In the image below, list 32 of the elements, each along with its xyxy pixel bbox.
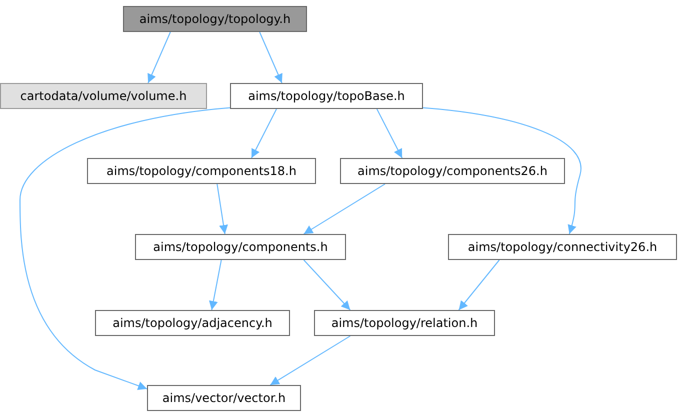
dependency-arrow xyxy=(270,336,351,386)
dependency-arrow xyxy=(259,32,282,84)
file-node-box xyxy=(0,83,207,109)
file-name: aims/topology/topology.h xyxy=(139,12,291,26)
dependency-arrow xyxy=(303,184,386,234)
file-node-box xyxy=(230,83,423,109)
dependency-arrow xyxy=(208,260,222,310)
file-name: aims/topology/adjacency.h xyxy=(112,316,272,330)
file-node-box xyxy=(314,310,495,336)
dependency-arrow xyxy=(251,108,277,158)
file-name: aims/topology/components26.h xyxy=(358,164,548,178)
file-name: aims/topology/topoBase.h xyxy=(248,89,405,103)
file-node-box xyxy=(135,234,346,260)
file-name: aims/topology/connectivity26.h xyxy=(468,240,658,254)
file-node-box xyxy=(448,234,677,260)
dependency-arrow xyxy=(148,32,171,84)
dependency-arrow xyxy=(422,107,582,234)
file-name: aims/topology/relation.h xyxy=(331,316,478,330)
file-node-box xyxy=(95,310,290,336)
dependency-arrow xyxy=(376,108,403,158)
file-node-box xyxy=(147,385,301,411)
file-node-box xyxy=(340,158,565,184)
dependency-arrow xyxy=(216,184,228,234)
file-name: aims/topology/components18.h xyxy=(106,164,296,178)
file-node-box xyxy=(123,6,307,32)
dependency-arrow xyxy=(20,107,230,390)
file-name: cartodata/volume/volume.h xyxy=(20,89,187,103)
dependency-arrow xyxy=(458,260,500,310)
file-name: aims/topology/components.h xyxy=(153,240,328,254)
dependency-arrow xyxy=(303,260,351,310)
file-node-box xyxy=(87,158,316,184)
file-name: aims/vector/vector.h xyxy=(162,391,286,405)
